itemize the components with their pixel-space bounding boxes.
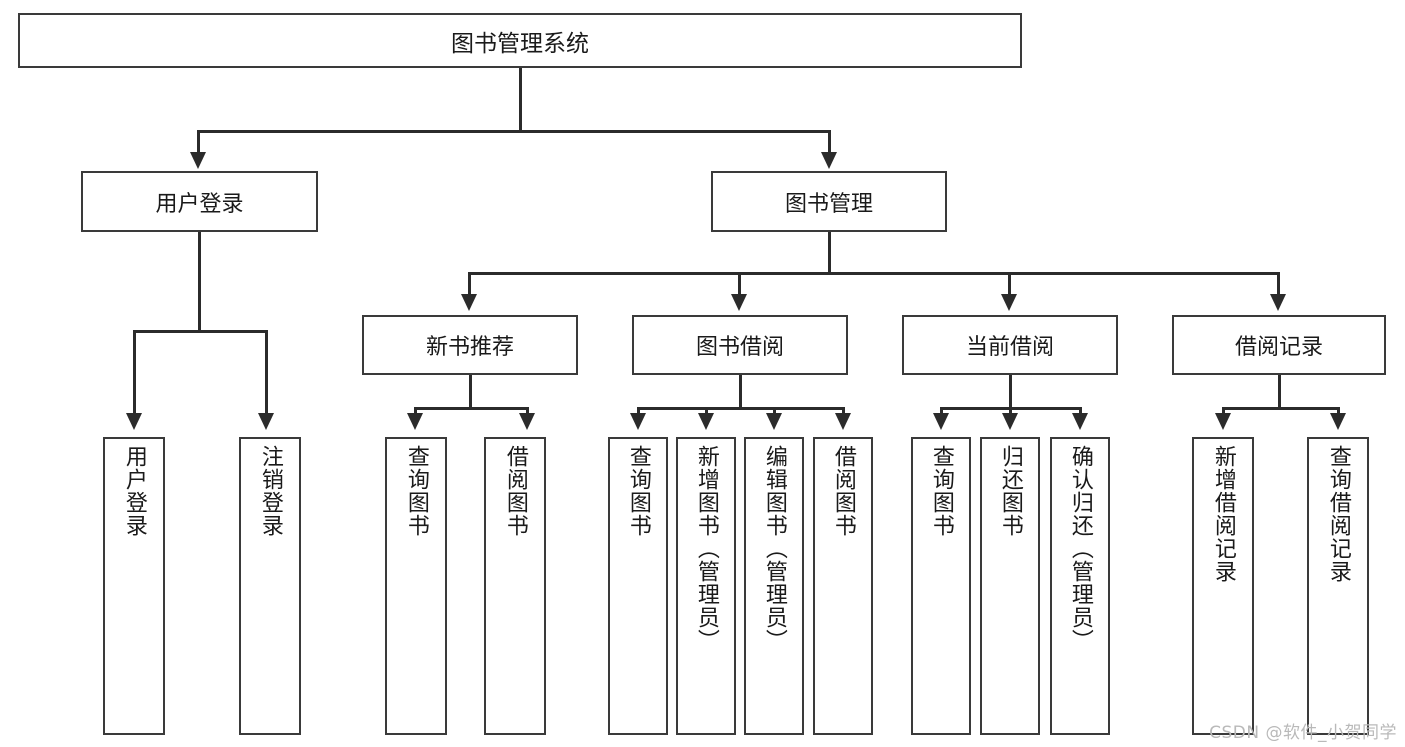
node-book-management[interactable]: 图书管理 [711, 171, 947, 232]
leaf-bb-borrow-book[interactable]: 借阅图书 [813, 437, 873, 735]
leaf-label: 查询图书 [625, 445, 651, 537]
node-root-book-management-system[interactable]: 图书管理系统 [18, 13, 1022, 68]
connector-cb-drop-3 [1079, 407, 1082, 417]
leaf-logout[interactable]: 注销登录 [239, 437, 301, 735]
node-label: 用户登录 [155, 191, 244, 217]
arrowhead-user-login [190, 152, 206, 169]
leaf-br-add-record[interactable]: 新增借阅记录 [1192, 437, 1254, 735]
leaf-label: 归还图书 [997, 445, 1023, 537]
node-label: 新书推荐 [425, 335, 514, 360]
leaf-cb-confirm-return-admin[interactable]: 确认归还（管理员） [1050, 437, 1110, 735]
connector-bm-drop-borrow-record [1277, 272, 1280, 296]
connector-bb-drop-3 [773, 407, 776, 417]
connector-root-to-book-management [828, 130, 831, 154]
node-label: 当前借阅 [965, 335, 1054, 360]
node-label: 借阅记录 [1234, 335, 1323, 360]
connector-bm-drop-new-book [468, 272, 471, 296]
arrowhead-new-book-recommend [461, 294, 477, 311]
connector-root-to-user-login [197, 130, 200, 154]
connector-root-stem [519, 68, 522, 131]
connector-br-drop-2 [1337, 407, 1340, 417]
connector-bb-stem [739, 375, 742, 409]
connector-bm-drop-current-borrow [1008, 272, 1011, 296]
node-book-borrow[interactable]: 图书借阅 [632, 315, 848, 375]
node-label: 图书管理 [784, 191, 873, 217]
connector-user-login-bus [133, 330, 268, 333]
connector-cb-drop-2 [1009, 407, 1012, 417]
connector-user-login-drop-2 [265, 330, 268, 415]
node-new-book-recommend[interactable]: 新书推荐 [362, 315, 578, 375]
arrowhead-br-leaf-1 [1215, 413, 1231, 430]
arrowhead-book-borrow [731, 294, 747, 311]
connector-cb-stem [1009, 375, 1012, 409]
arrowhead-bb-leaf-2 [698, 413, 714, 430]
leaf-label: 借阅图书 [502, 445, 528, 537]
connector-bb-drop-2 [705, 407, 708, 417]
leaf-label: 确认归还（管理员） [1067, 445, 1093, 652]
connector-br-bus [1222, 407, 1340, 410]
leaf-label: 编辑图书（管理员） [761, 445, 787, 652]
connector-root-bus [197, 130, 831, 133]
arrowhead-bb-leaf-1 [630, 413, 646, 430]
leaf-label: 查询图书 [928, 445, 954, 537]
leaf-label: 借阅图书 [830, 445, 856, 537]
connector-bb-drop-1 [637, 407, 640, 417]
connector-br-stem [1278, 375, 1281, 409]
connector-book-management-bus [468, 272, 1280, 275]
leaf-bb-query-book[interactable]: 查询图书 [608, 437, 668, 735]
arrowhead-nbr-leaf-1 [407, 413, 423, 430]
connector-nbr-bus [414, 407, 529, 410]
connector-bb-drop-4 [842, 407, 845, 417]
arrowhead-cb-leaf-3 [1072, 413, 1088, 430]
connector-nbr-stem [469, 375, 472, 409]
csdn-watermark: CSDN @软件_小贺同学 [1209, 723, 1397, 743]
connector-bm-drop-book-borrow [738, 272, 741, 296]
connector-nbr-drop-2 [526, 407, 529, 417]
connector-cb-drop-1 [940, 407, 943, 417]
node-borrow-record[interactable]: 借阅记录 [1172, 315, 1386, 375]
arrowhead-book-management [821, 152, 837, 169]
arrowhead-br-leaf-2 [1330, 413, 1346, 430]
leaf-label: 新增图书（管理员） [693, 445, 719, 652]
leaf-user-login[interactable]: 用户登录 [103, 437, 165, 735]
leaf-label: 注销登录 [257, 445, 283, 537]
arrowhead-bb-leaf-4 [835, 413, 851, 430]
arrowhead-cb-leaf-1 [933, 413, 949, 430]
leaf-label: 用户登录 [121, 445, 147, 537]
connector-user-login-drop-1 [133, 330, 136, 415]
leaf-label: 查询借阅记录 [1325, 445, 1351, 583]
leaf-nbr-borrow-book[interactable]: 借阅图书 [484, 437, 546, 735]
connector-br-drop-1 [1222, 407, 1225, 417]
arrowhead-borrow-record [1270, 294, 1286, 311]
leaf-bb-add-book-admin[interactable]: 新增图书（管理员） [676, 437, 736, 735]
arrowhead-leaf-user-login [126, 413, 142, 430]
leaf-nbr-query-book[interactable]: 查询图书 [385, 437, 447, 735]
node-current-borrow[interactable]: 当前借阅 [902, 315, 1118, 375]
leaf-label: 新增借阅记录 [1210, 445, 1236, 583]
node-label: 图书借阅 [695, 335, 784, 360]
connector-bb-bus [637, 407, 845, 410]
arrowhead-leaf-logout [258, 413, 274, 430]
connector-user-login-stem [198, 232, 201, 332]
node-user-login[interactable]: 用户登录 [81, 171, 318, 232]
arrowhead-bb-leaf-3 [766, 413, 782, 430]
node-label: 图书管理系统 [451, 30, 589, 57]
leaf-br-query-record[interactable]: 查询借阅记录 [1307, 437, 1369, 735]
connector-book-management-stem [828, 232, 831, 274]
leaf-cb-return-book[interactable]: 归还图书 [980, 437, 1040, 735]
connector-nbr-drop-1 [414, 407, 417, 417]
leaf-cb-query-book[interactable]: 查询图书 [911, 437, 971, 735]
leaf-label: 查询图书 [403, 445, 429, 537]
arrowhead-nbr-leaf-2 [519, 413, 535, 430]
arrowhead-cb-leaf-2 [1002, 413, 1018, 430]
arrowhead-current-borrow [1001, 294, 1017, 311]
leaf-bb-edit-book-admin[interactable]: 编辑图书（管理员） [744, 437, 804, 735]
